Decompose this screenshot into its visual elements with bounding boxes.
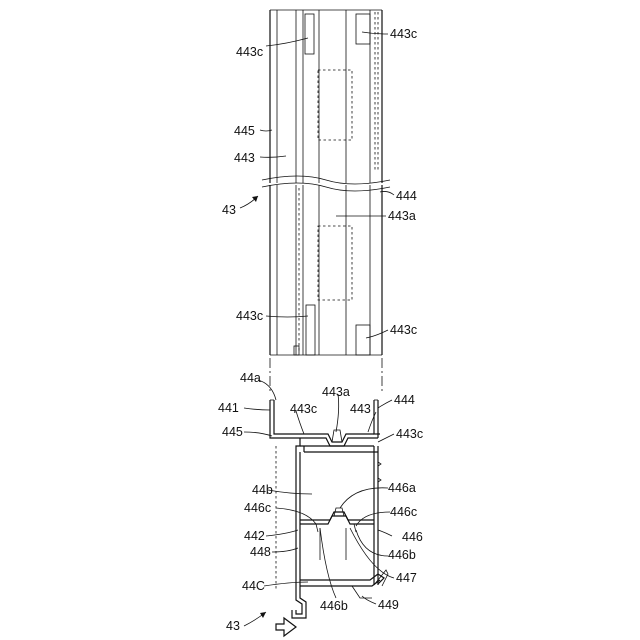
callout-443: 443 bbox=[234, 151, 255, 165]
callout-labels: 443c 443c 445 443 444 443a 443c 443c 44a… bbox=[218, 27, 423, 613]
callout-443c: 443c bbox=[236, 309, 263, 323]
elevation-view-lower bbox=[270, 185, 382, 355]
callout-448: 448 bbox=[250, 545, 271, 559]
callout-449: 449 bbox=[378, 598, 399, 612]
callout-441: 441 bbox=[218, 401, 239, 415]
callout-44c: 44C bbox=[242, 579, 265, 593]
callout-444: 444 bbox=[394, 393, 415, 407]
callout-445: 445 bbox=[222, 425, 243, 439]
view-arrow-icon bbox=[276, 618, 296, 636]
callout-443c: 443c bbox=[390, 27, 417, 41]
break-line bbox=[262, 176, 390, 191]
figure-reference-lower: 43 bbox=[226, 612, 266, 633]
callout-443a: 443a bbox=[322, 385, 350, 399]
callout-443c: 443c bbox=[390, 323, 417, 337]
callout-445: 445 bbox=[234, 124, 255, 138]
callout-443c: 443c bbox=[290, 402, 317, 416]
callout-44b: 44b bbox=[252, 483, 273, 497]
callout-446: 446 bbox=[402, 530, 423, 544]
callout-443a: 443a bbox=[388, 209, 416, 223]
callout-443c: 443c bbox=[236, 45, 263, 59]
callout-446c: 446c bbox=[390, 505, 417, 519]
callout-443: 443 bbox=[350, 402, 371, 416]
callout-443c: 443c bbox=[396, 427, 423, 441]
figure-label-lower: 43 bbox=[226, 619, 240, 633]
figure-reference-upper: 43 bbox=[222, 196, 258, 217]
callout-446a: 446a bbox=[388, 481, 416, 495]
callout-446b: 446b bbox=[320, 599, 348, 613]
figure-label-upper: 43 bbox=[222, 203, 236, 217]
callout-446c: 446c bbox=[244, 501, 271, 515]
elevation-view-upper bbox=[270, 10, 382, 183]
callout-442: 442 bbox=[244, 529, 265, 543]
callout-444: 444 bbox=[396, 189, 417, 203]
callout-446b: 446b bbox=[388, 548, 416, 562]
callout-447: 447 bbox=[396, 571, 417, 585]
callout-44a: 44a bbox=[240, 371, 261, 385]
